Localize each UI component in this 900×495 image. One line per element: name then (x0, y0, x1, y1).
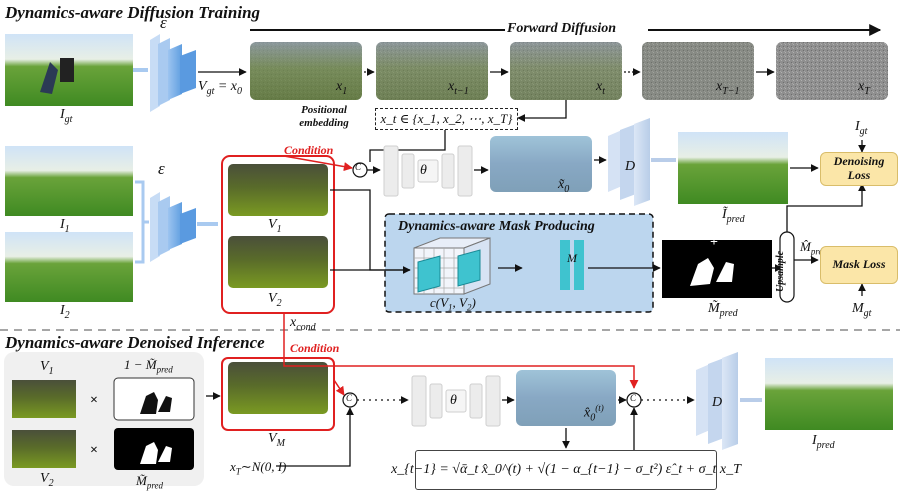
decoder-bottom (696, 352, 738, 450)
label-I1: I1 (60, 217, 70, 235)
positional-embedding-label: Positional embedding (299, 104, 349, 129)
condition-bottom-label: Condition (290, 341, 340, 355)
xt-set-box: x_t ∈ {x_1, x_2, ⋯, x_T} (375, 108, 518, 130)
image-I1 (5, 146, 133, 216)
label-decoder-top: D (625, 159, 636, 174)
V-M-frame (221, 357, 335, 431)
concat-top-label: C (355, 162, 362, 172)
label-V-M: VM (268, 431, 285, 449)
label-one-minus-M: 1 − M̃pred (124, 357, 173, 375)
theta-bottom: θ (450, 393, 457, 408)
label-c-v1v2: c(V1, V2) (430, 295, 476, 313)
frame-xT (776, 42, 888, 100)
upsample-label: Upsample (775, 250, 786, 292)
label-x-cond: xcond (290, 315, 316, 333)
label-x1: x1 (336, 79, 348, 97)
inference-title: Dynamics-aware Denoised Inference (5, 333, 265, 352)
image-V-M (228, 362, 328, 414)
label-I-pred-tilde: Ĩpred (722, 207, 745, 225)
label-inf-V2: V2 (40, 471, 54, 489)
plus-sign-top: + (710, 235, 718, 250)
image-V2 (228, 236, 328, 288)
image-M-pred-tilde (662, 240, 772, 298)
label-I2: I2 (60, 303, 70, 321)
mask-network (560, 240, 584, 290)
label-V-gt: Vgt = x0 (198, 79, 243, 97)
label-I-gt-right: Igt (855, 119, 868, 137)
image-I2 (5, 232, 133, 302)
label-I-pred: Ipred (812, 433, 835, 451)
image-V1 (228, 164, 328, 216)
label-M-pred-inf: M̃pred (136, 473, 164, 491)
mask-loss-box: Mask Loss (820, 246, 898, 284)
training-title: Dynamics-aware Diffusion Training (5, 3, 261, 22)
label-xT-noise: xT∼N(0, I) (230, 459, 287, 477)
label-x0-tilde: x̃0 (558, 177, 570, 195)
mask-producing-title: Dynamics-aware Mask Producing (398, 219, 595, 234)
label-x0-hat: x̂0(t) (584, 403, 604, 424)
forward-diffusion-label: Forward Diffusion (507, 21, 617, 36)
label-V1: V1 (268, 217, 282, 235)
label-inf-V1: V1 (40, 359, 54, 377)
label-decoder-bottom: D (712, 395, 723, 410)
label-mask-net: M (567, 251, 577, 265)
inf-image-V2 (12, 430, 76, 468)
label-I-gt: Igt (60, 107, 73, 125)
image-x0-hat (516, 370, 616, 426)
label-xT-1: xT−1 (716, 79, 740, 97)
label-M-pred-tilde: M̃pred (708, 301, 738, 319)
concat-bottom-1-label: C (346, 393, 353, 403)
image-I-gt (5, 34, 133, 106)
label-V2: V2 (268, 291, 282, 309)
condition-arrow-top (283, 155, 353, 172)
label-M-pred-hat: M̂pred (800, 239, 828, 257)
unet-bottom (411, 375, 501, 427)
condition-top-label: Condition (284, 143, 334, 157)
image-x0-tilde (490, 136, 592, 192)
decoder-top (608, 118, 650, 206)
image-I-pred (765, 358, 893, 430)
unet-top (383, 145, 473, 197)
theta-top: θ (420, 163, 427, 178)
encoder-top (150, 34, 196, 112)
label-encoder-top: ε (160, 13, 167, 32)
times-sign-1: × (90, 393, 98, 408)
inf-image-V1 (12, 380, 76, 418)
cost-volume-cube (413, 237, 491, 295)
concat-bottom-2-label: C (630, 393, 637, 403)
label-xt-1: xt−1 (448, 79, 469, 97)
label-encoder-mid: ε (158, 159, 165, 178)
label-xT: xT (858, 79, 870, 97)
label-M-gt: Mgt (852, 301, 872, 319)
encoder-mid (150, 192, 196, 262)
update-formula: x_{t−1} = √ᾱ_t x̂_0^(t) + √(1 − α_{t−1} … (391, 450, 741, 490)
label-xt: xt (596, 79, 605, 97)
condition-frame (221, 155, 335, 314)
image-I-pred-tilde (678, 132, 788, 204)
times-sign-2: × (90, 443, 98, 458)
denoising-loss-box: Denoising Loss (820, 152, 898, 186)
